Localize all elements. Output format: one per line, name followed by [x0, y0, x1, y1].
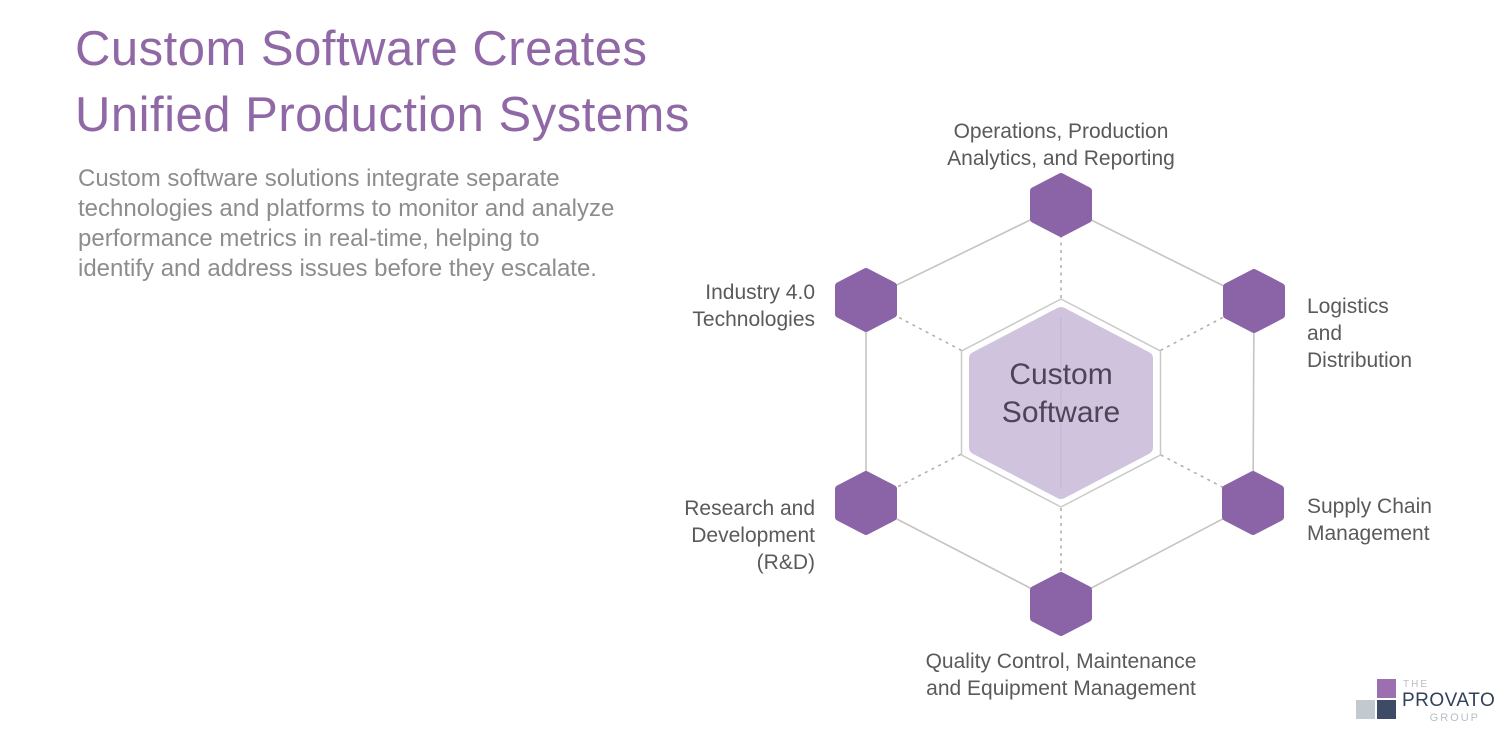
- center-hexagon-label: Custom Software: [1001, 358, 1121, 429]
- spoke-right-bottom: [1060, 402, 1254, 504]
- intro-paragraph: Custom software solutions integrate sepa…: [78, 165, 615, 282]
- hexagon-quality-control: [1030, 572, 1092, 636]
- logo-text-provato: PROVATO: [1402, 690, 1496, 711]
- node-label-logistics: Logistics and Distribution: [1307, 295, 1413, 372]
- hexagon-logistics: [1223, 269, 1285, 333]
- provato-group-logo: THE PROVATO GROUP: [1350, 672, 1495, 728]
- node-label-industry-4-0: Industry 4.0 Technologies: [692, 281, 815, 331]
- spoke-right-top: [1060, 300, 1255, 404]
- hexagon-operations: [1030, 173, 1092, 237]
- hexagon-supply-chain: [1222, 471, 1284, 535]
- node-hexagons: [835, 173, 1285, 636]
- hexagon-industry-4-0: [835, 268, 897, 332]
- node-label-supply-chain: Supply Chain Management: [1307, 495, 1432, 545]
- logo-navy-square: [1377, 700, 1396, 719]
- node-label-operations: Operations, Production Analytics, and Re…: [947, 120, 1175, 170]
- node-label-quality-control: Quality Control, Maintenance and Equipme…: [925, 650, 1197, 700]
- page-title: Custom Software Creates Unified Producti…: [75, 22, 690, 142]
- logo-text-the: THE: [1403, 679, 1429, 690]
- spoke-left-bottom: [865, 402, 1062, 504]
- node-label-research-development: Research and Development (R&D): [684, 497, 815, 574]
- hexagon-research-development: [835, 471, 897, 535]
- logo-gray-square: [1356, 700, 1375, 719]
- logo-text-group: GROUP: [1429, 712, 1480, 724]
- logo-purple-square: [1377, 679, 1396, 698]
